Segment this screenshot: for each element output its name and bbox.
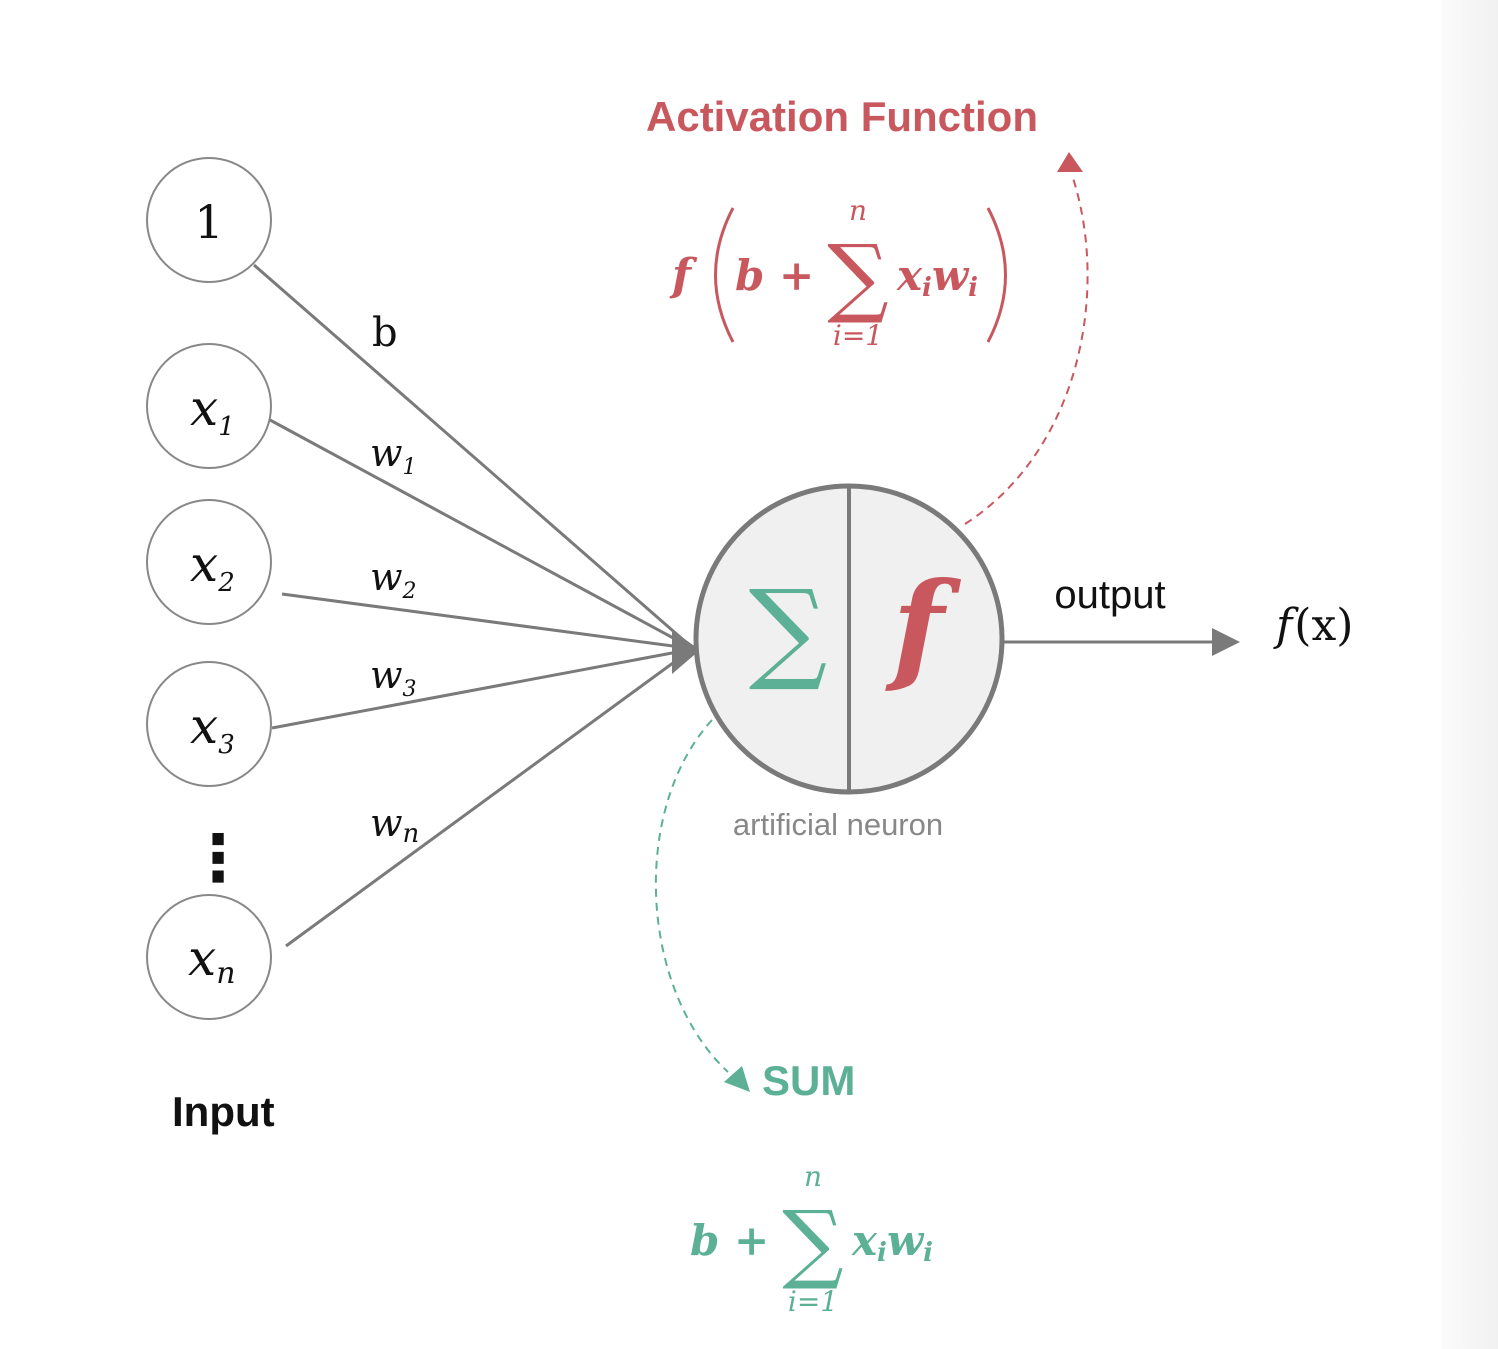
input-nodes: [146, 157, 272, 1020]
neuron-caption: artificial neuron: [733, 807, 943, 842]
xn-node-label: xn: [188, 929, 236, 991]
activation-upper-limit: n: [849, 194, 867, 227]
x2-node: [146, 499, 272, 625]
xn-connection: [285, 650, 689, 948]
x1-node: [146, 343, 272, 469]
x2-node-label: x2: [190, 535, 235, 598]
x2-connection: [281, 592, 689, 650]
wn-label: wn: [370, 801, 419, 849]
x3-connection: [271, 648, 689, 730]
bias-node-label: 1: [194, 195, 223, 249]
activation-formula: f b + n ∑ i=1 xiwi: [669, 194, 1007, 352]
activation-b-plus: b +: [735, 251, 814, 300]
xn-node: [146, 894, 272, 1020]
input-arrowhead: [672, 630, 700, 674]
activation-term: xiwi: [896, 251, 978, 303]
activation-sigma: ∑: [827, 227, 888, 327]
bias-weight-label: b: [372, 310, 398, 356]
w1-label: w1: [370, 431, 417, 480]
sum-sigma: ∑: [782, 1193, 843, 1293]
x3-node-label: x3: [190, 697, 235, 760]
x1-node-label: x1: [190, 379, 235, 442]
sum-upper-limit: n: [804, 1160, 822, 1193]
sum-dashed-arrow: [654, 719, 729, 1073]
bias-node: [146, 157, 272, 283]
activation-paren-left: [714, 207, 735, 343]
input-connections: [253, 263, 689, 948]
inputs-ellipsis: ⋮: [186, 822, 250, 894]
activation-arrowhead: [1057, 152, 1083, 172]
bias-connection: [253, 263, 689, 646]
input-label: Input: [172, 1088, 275, 1135]
sum-lower-limit: i=1: [788, 1285, 838, 1318]
sum-arrowhead: [724, 1066, 750, 1092]
sum-title: SUM: [762, 1057, 855, 1104]
activation-paren-right: [986, 207, 1007, 343]
output-label: output: [1054, 573, 1165, 617]
activation-f: f: [669, 250, 698, 301]
w2-label: w2: [370, 555, 417, 604]
activation-title: Activation Function: [646, 93, 1038, 140]
w3-label: w3: [370, 653, 417, 702]
output-fx: f(x): [1273, 600, 1353, 651]
sum-term: xiwi: [851, 1216, 933, 1268]
neuron-sum-symbol: ∑: [749, 566, 828, 694]
x3-node: [146, 661, 272, 787]
output-arrowhead: [1212, 628, 1240, 656]
x1-connection: [269, 418, 689, 648]
page-edge-strip: [1442, 0, 1498, 1349]
sum-b-plus: b +: [690, 1216, 769, 1265]
activation-lower-limit: i=1: [833, 319, 883, 352]
sum-formula: b + n ∑ i=1 xiwi: [690, 1160, 933, 1318]
activation-dashed-arrow: [964, 174, 1089, 525]
